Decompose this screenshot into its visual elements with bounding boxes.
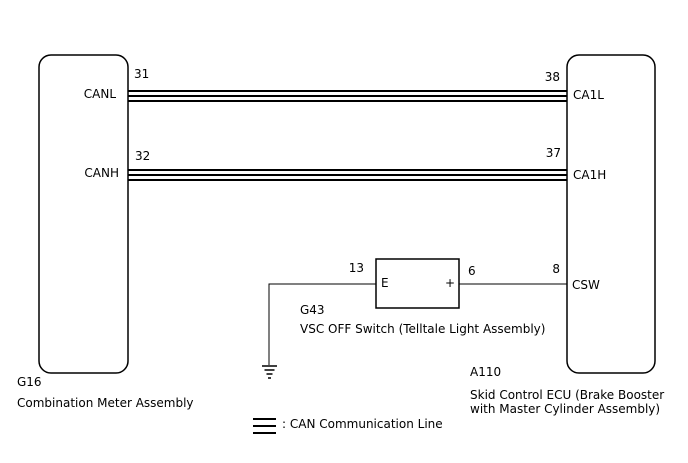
switch-terminal-e: E (381, 276, 389, 290)
ground-icon (262, 365, 277, 379)
switch-name: VSC OFF Switch (Telltale Light Assembly) (300, 322, 545, 336)
can-line-legend-label: : CAN Communication Line (282, 417, 443, 431)
right-ecu-code: A110 (470, 365, 501, 379)
switch-pin-13: 13 (349, 261, 364, 275)
can-low-line (128, 90, 567, 102)
can-line-legend-icon (253, 418, 276, 434)
vsc-off-switch-box (375, 258, 460, 309)
right-pin-signal-ca1h: CA1H (573, 168, 606, 182)
switch-code: G43 (300, 303, 325, 317)
right-pin-signal-ca1l: CA1L (573, 88, 604, 102)
right-pin-number-37: 37 (546, 146, 561, 160)
right-ecu-name-line1: Skid Control ECU (Brake Booster (470, 388, 664, 402)
can-high-line (128, 169, 567, 181)
left-pin-number-31: 31 (134, 67, 149, 81)
skid-control-ecu-box (566, 54, 656, 374)
right-ecu-name-line2: with Master Cylinder Assembly) (470, 402, 660, 416)
right-pin-number-8: 8 (552, 262, 560, 276)
ground-wire (268, 283, 376, 365)
switch-pin-6: 6 (468, 264, 476, 278)
right-pin-signal-csw: CSW (572, 278, 600, 292)
left-ecu-code: G16 (17, 375, 42, 389)
combination-meter-box (38, 54, 129, 374)
left-ecu-name: Combination Meter Assembly (17, 396, 194, 410)
left-pin-signal-canl: CANL (84, 87, 117, 101)
switch-terminal-plus: + (445, 276, 455, 290)
right-pin-number-38: 38 (545, 70, 560, 84)
left-pin-signal-canh: CANH (84, 166, 119, 180)
left-pin-number-32: 32 (135, 149, 150, 163)
